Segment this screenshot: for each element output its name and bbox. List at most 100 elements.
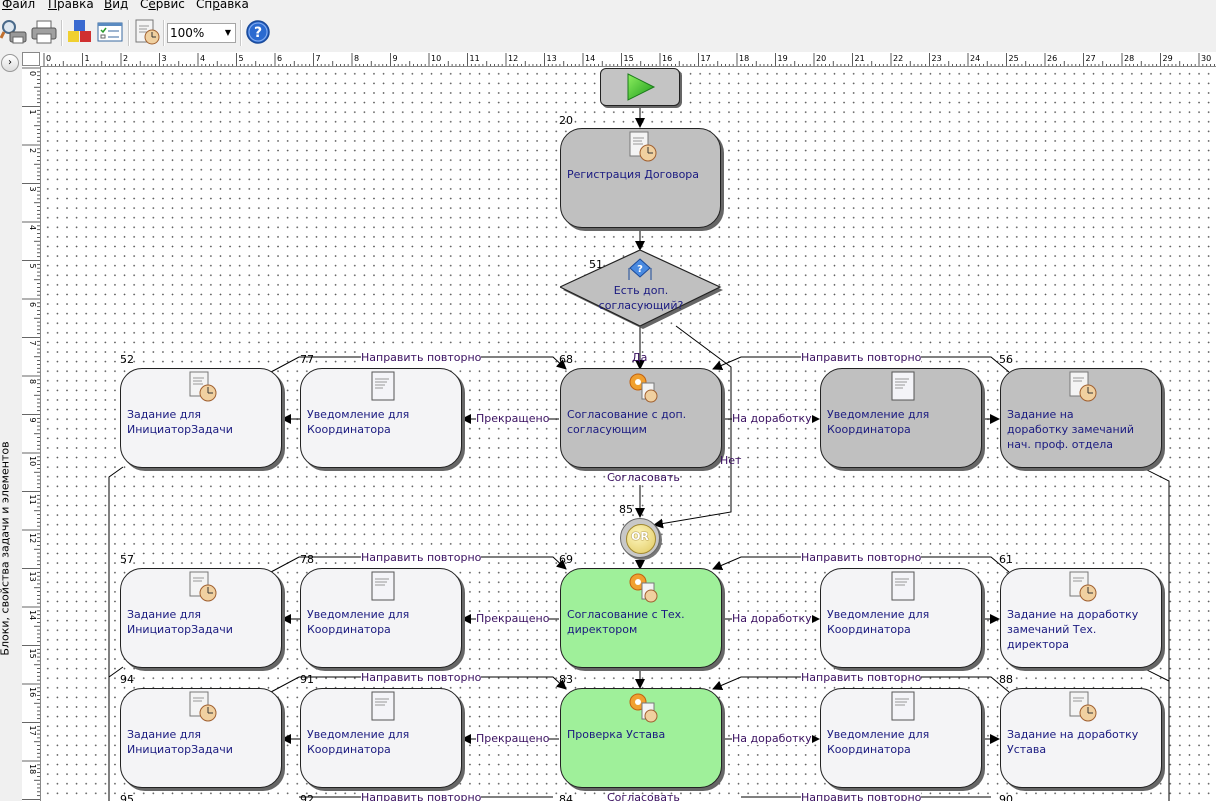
- node-coordinator-notice[interactable]: Уведомление для Координатора: [300, 368, 462, 468]
- node-id: 56: [999, 353, 1013, 366]
- node-id: 90: [999, 793, 1013, 801]
- node-label: Задание для ИнициаторЗадачи: [127, 408, 233, 436]
- ruler-label: 16: [28, 687, 37, 697]
- node-extra-approval[interactable]: Согласование с доп. согласующим: [560, 368, 722, 468]
- ruler-label: 1: [85, 54, 90, 63]
- ruler-label: 13: [28, 572, 37, 582]
- ruler-label: 3: [162, 54, 167, 63]
- node-initiator-task[interactable]: Задание для ИнициаторЗадачи: [120, 568, 282, 668]
- node-label: Уведомление для Координатора: [827, 408, 930, 436]
- node-charter-check[interactable]: Проверка Устава: [560, 688, 722, 788]
- node-registration[interactable]: Регистрация Договора: [560, 128, 721, 228]
- zoom-select[interactable]: 100% ▼: [167, 23, 236, 43]
- notice-icon: [887, 571, 917, 603]
- panel-title[interactable]: Блоки, свойства задачи и элементов: [0, 441, 12, 656]
- node-coordinator-notice[interactable]: Уведомление для Координатора: [300, 688, 462, 788]
- node-rework-task[interactable]: Задание на доработку замечаний нач. проф…: [1000, 368, 1162, 468]
- node-label: Задание на доработку замечаний Тех. дире…: [1007, 608, 1139, 651]
- svg-text:?: ?: [254, 25, 262, 41]
- ruler-corner: [22, 52, 40, 66]
- node-label: Проверка Устава: [567, 728, 666, 741]
- or-gateway[interactable]: OR: [620, 518, 660, 558]
- ruler-label: 14: [28, 610, 37, 620]
- node-coordinator-notice[interactable]: Уведомление для Координатора: [820, 688, 982, 788]
- node-label: Уведомление для Координатора: [827, 728, 930, 756]
- ruler-label: 3: [28, 187, 37, 192]
- node-rework-task[interactable]: Задание на доработку Устава: [1000, 688, 1162, 788]
- left-panel: › Блоки, свойства задачи и элементов: [0, 52, 23, 801]
- edge-label-resend: Направить повторно: [801, 351, 922, 364]
- notice-icon: [367, 571, 397, 603]
- edge-label-resend: Направить повторно: [801, 671, 922, 684]
- menu-file[interactable]: Файл: [2, 0, 36, 11]
- chevron-right-icon: ›: [8, 57, 12, 68]
- menu-help[interactable]: Справка: [196, 0, 249, 11]
- notice-icon: [367, 691, 397, 723]
- ruler-label: 16: [662, 54, 672, 63]
- node-initiator-task[interactable]: Задание для ИнициаторЗадачи: [120, 368, 282, 468]
- menu-service[interactable]: Сервис: [140, 0, 185, 11]
- print-preview-button[interactable]: [0, 18, 28, 46]
- node-id: 68: [559, 353, 573, 366]
- properties-icon: [97, 22, 123, 42]
- notice-icon: [887, 371, 917, 403]
- node-coordinator-notice[interactable]: Уведомление для Координатора: [820, 568, 982, 668]
- ruler-label: 20: [816, 54, 826, 63]
- ruler-label: 6: [28, 302, 37, 307]
- properties-button[interactable]: [96, 18, 124, 46]
- ruler-label: 24: [970, 54, 980, 63]
- node-id: 88: [999, 673, 1013, 686]
- edge-label-rework: На доработку: [732, 612, 812, 625]
- node-coordinator-notice[interactable]: Уведомление для Координатора: [300, 568, 462, 668]
- ruler-label: 6: [277, 54, 282, 63]
- edge-label-no: Нет: [720, 454, 742, 467]
- shapes-icon: [68, 20, 91, 42]
- ruler-label: 14: [585, 54, 595, 63]
- node-label: Согласование с Тех. директором: [567, 608, 685, 636]
- ruler-label: 26: [1047, 54, 1057, 63]
- edge-label-resend: Направить повторно: [361, 791, 482, 801]
- node-tech-director-approval[interactable]: Согласование с Тех. директором: [560, 568, 722, 668]
- edge-label-rework: На доработку: [732, 412, 812, 425]
- ruler-label: 28: [1124, 54, 1134, 63]
- node-label: Уведомление для Координатора: [307, 728, 410, 756]
- edge-label-resend: Направить повторно: [801, 551, 922, 564]
- node-id: 84: [559, 793, 573, 801]
- chevron-down-icon: ▼: [224, 28, 231, 37]
- ruler-label: 7: [28, 341, 37, 346]
- task-schedule-icon: [135, 19, 160, 45]
- task-icon: [187, 691, 217, 723]
- node-id: 94: [120, 673, 134, 686]
- task-schedule-button[interactable]: [133, 18, 161, 46]
- node-id: 52: [120, 353, 134, 366]
- help-icon: ?: [246, 20, 270, 44]
- edge-label-resend: Направить повторно: [361, 351, 482, 364]
- menu-view[interactable]: Вид: [104, 0, 129, 11]
- node-id: 20: [559, 114, 573, 127]
- ruler-label: 4: [28, 225, 37, 230]
- node-label: Уведомление для Координатора: [307, 408, 410, 436]
- node-coordinator-notice[interactable]: Уведомление для Координатора: [820, 368, 982, 468]
- condition-icon: ?: [626, 258, 654, 284]
- help-button[interactable]: ?: [244, 18, 272, 46]
- node-initiator-task[interactable]: Задание для ИнициаторЗадачи: [120, 688, 282, 788]
- start-node[interactable]: [600, 68, 680, 106]
- node-rework-task[interactable]: Задание на доработку замечаний Тех. дире…: [1000, 568, 1162, 668]
- ruler-label: 23: [932, 54, 942, 63]
- ruler-label: 27: [1086, 54, 1096, 63]
- diagram-canvas[interactable]: 20 Регистрация Договора 51 ? Есть доп. с…: [41, 67, 1216, 801]
- ruler-label: 8: [354, 54, 359, 63]
- node-id: 78: [300, 553, 314, 566]
- ruler-label: 5: [239, 54, 244, 63]
- expand-panel-button[interactable]: ›: [1, 54, 19, 72]
- node-id: 57: [120, 553, 134, 566]
- node-label: Уведомление для Координатора: [827, 608, 930, 636]
- shapes-button[interactable]: [66, 18, 94, 46]
- print-button[interactable]: [30, 18, 58, 46]
- task-icon: [187, 571, 217, 603]
- menu-edit[interactable]: Правка: [48, 0, 94, 11]
- menu-bar: Файл Правка Вид Сервис Справка: [0, 0, 1216, 14]
- condition-node[interactable]: ? Есть доп. согласующий?: [560, 250, 723, 329]
